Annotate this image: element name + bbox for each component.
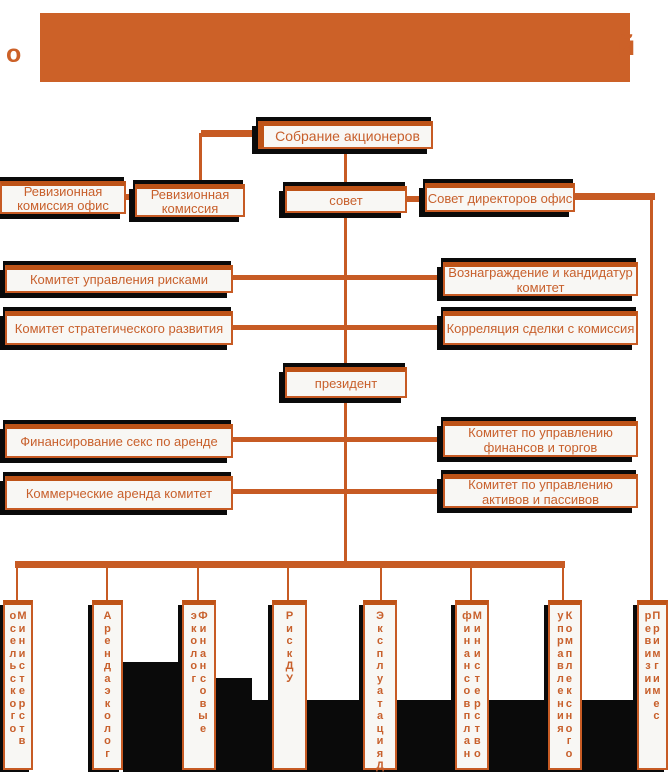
connector-right-vertical [650, 196, 653, 600]
node-voznagrazhdenie-kandidatur: Вознаграждение и кандидатур комитет [443, 262, 638, 296]
node-komitet-upravlenija-riskami: Комитет управления рисками [5, 265, 233, 293]
node-korreljacija-sdelki: Корреляция сделки с комиссия [443, 311, 638, 345]
connector-sovet-president [344, 213, 347, 367]
connector-row1 [233, 275, 443, 280]
title-visible-right: й [618, 30, 636, 61]
node-label: Собрание акционеров [275, 128, 420, 145]
shadow-patch-2 [216, 678, 252, 724]
node-label: Комитет по управлению финансов и торгов [468, 425, 613, 455]
node-ekspluatacija-du: ЭксплуатацияДУ [363, 600, 397, 772]
node-finansirovanie-po-arende: Финансирование секс по аренде [5, 424, 233, 458]
stub-2 [106, 566, 108, 600]
node-label: президент [314, 375, 378, 391]
node-label: совет [329, 192, 363, 208]
connector-sobranie-left [201, 130, 258, 137]
node-label: Коммерческие аренда комитет [25, 486, 213, 502]
node-label: Комитет стратегического развития [14, 321, 224, 337]
title-visible-left: о [6, 40, 22, 68]
connector-bottom-horizontal [15, 561, 565, 568]
node-komitet-aktivov-passivov: Комитет по управлению активов и пассивов [443, 474, 638, 508]
connector-president-bottom [344, 398, 347, 565]
shadow-patch-1 [123, 662, 181, 702]
node-sovet: совет [285, 186, 407, 213]
stub-3 [197, 566, 199, 600]
title-band [40, 13, 630, 82]
vertical-letter-column: ЭксплуатацияДУ [376, 610, 384, 772]
node-label: Вознаграждение и кандидатур комитет [448, 265, 633, 295]
connector-row2 [233, 325, 443, 330]
node-label: Комитет управления рисками [29, 272, 209, 288]
connector-sovet-sovet-dir [407, 196, 425, 202]
connector-rev-office-rev-comm [126, 194, 135, 200]
node-kommercheskie-arenda-komitet: Коммерческие аренда комитет [5, 476, 233, 510]
node-komitet-strategicheskogo-razvitija: Комитет стратегического развития [5, 311, 233, 345]
node-label: Корреляция сделки с комиссия [446, 321, 635, 337]
connector-row4 [233, 489, 443, 494]
connector-sobranie-sovet [344, 149, 347, 186]
node-prezident: президент [285, 367, 407, 398]
connector-down-to-rev-comm [199, 133, 202, 187]
node-label: Ревизионная комиссия офис [17, 183, 109, 213]
node-label: Финансирование секс по аренде [20, 434, 218, 450]
stub-5 [380, 566, 382, 600]
node-label: Ревизионная комиссия [150, 186, 230, 216]
node-label: Комитет по управлению активов и пассивов [468, 477, 613, 507]
connector-row3 [233, 437, 443, 442]
stub-1 [16, 566, 18, 600]
stub-7 [562, 566, 564, 600]
node-revizionnaja-komissija: Ревизионная комиссия [135, 184, 245, 217]
stub-4 [287, 566, 289, 600]
node-revizionnaja-komissija-ofis: Ревизионная комиссия офис [0, 181, 126, 214]
stub-6 [470, 566, 472, 600]
node-sovet-direktorov-ofis: Совет директоров офис [425, 183, 575, 212]
node-label: Совет директоров офис [427, 190, 573, 206]
connector-sovet-dir-right [575, 193, 655, 200]
node-sobranie-akcionerov: Собрание акционеров [258, 121, 433, 149]
node-komitet-finansov-torgov: Комитет по управлению финансов и торгов [443, 421, 638, 457]
